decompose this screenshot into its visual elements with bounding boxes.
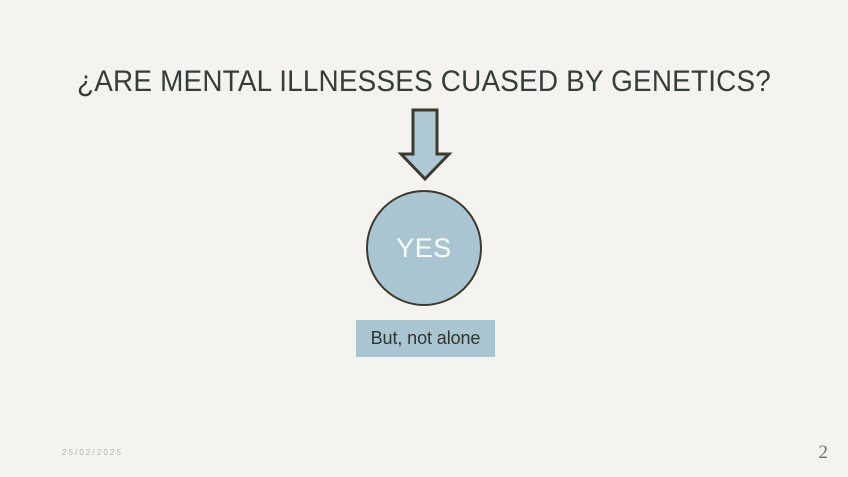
footer-date: 25/02/2025 <box>62 448 124 457</box>
yes-circle: YES <box>366 190 482 306</box>
caption-text: But, not alone <box>370 328 481 348</box>
caption-box: But, not alone <box>356 320 495 357</box>
yes-circle-label: YES <box>396 232 452 263</box>
slide-title: ¿ARE MENTAL ILLNESSES CUASED BY GENETICS… <box>77 65 771 98</box>
page-number: 2 <box>818 442 829 463</box>
down-arrow-icon <box>390 108 460 182</box>
